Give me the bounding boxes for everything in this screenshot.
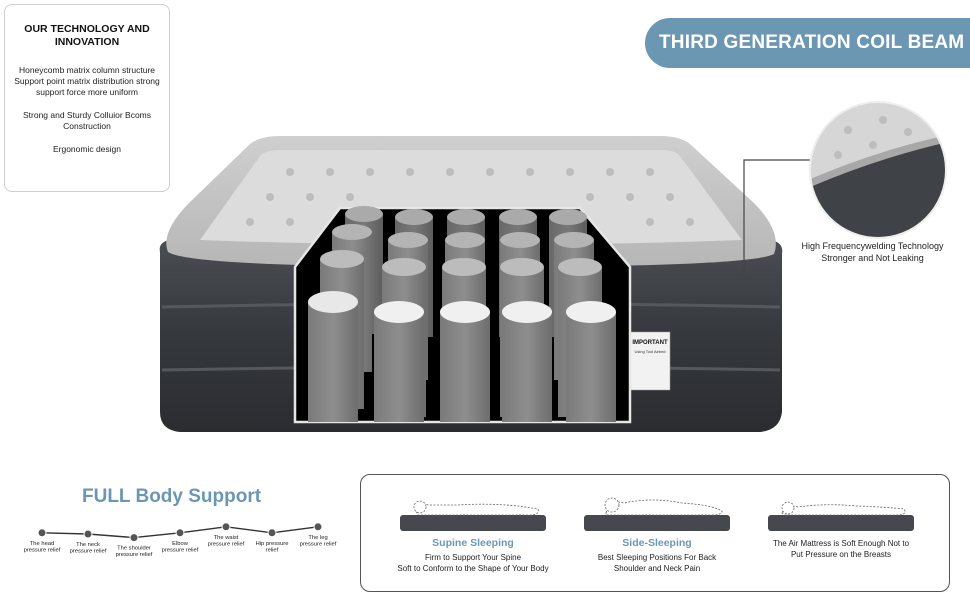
pressure-point-label: The neck — [76, 542, 100, 548]
pressure-point — [267, 528, 277, 538]
coil-beam-banner: THIRD GENERATION COIL BEAM — [645, 18, 970, 68]
side-desc-line1: Best Sleeping Positions For Back — [597, 553, 717, 562]
supine-desc-line2: Soft to Conform to the Shape of Your Bod… — [397, 564, 549, 573]
pressure-point-label: Hip pressure — [256, 541, 289, 547]
info-paragraph-matrix: Honeycomb matrix column structure Suppor… — [14, 65, 160, 97]
prone-description: The Air Mattress is Soft Enough Not to P… — [753, 538, 929, 560]
pressure-point-label: The leg — [308, 535, 327, 541]
side-desc-line2: Shoulder and Neck Pain — [613, 564, 701, 573]
pressure-point — [129, 533, 139, 543]
prone-desc-line1: The Air Mattress is Soft Enough Not to — [772, 539, 910, 548]
pressure-point — [175, 528, 185, 538]
pressure-point-label: The shoulder — [117, 546, 151, 552]
info-title: OUR TECHNOLOGY AND INNOVATION — [24, 23, 150, 48]
pressure-point — [37, 528, 47, 538]
pressure-point-label: The waist — [214, 535, 239, 541]
info-paragraph-construction: Strong and Sturdy Colluior Bcoms Constru… — [22, 110, 152, 131]
pressure-point-label: pressure relief — [24, 547, 61, 553]
technology-info-box: OUR TECHNOLOGY AND INNOVATION Honeycomb … — [4, 4, 170, 192]
pressure-point-label: pressure relief — [208, 541, 245, 547]
weld-detail-circle — [809, 101, 947, 239]
pressure-point-label: pressure relief — [162, 547, 199, 553]
pressure-point-label: The head — [30, 541, 55, 547]
pressure-point — [221, 522, 231, 532]
air-mattress-illustration: IMPORTANT Using Tool Airbed — [159, 136, 783, 432]
pressure-point-label: relief — [266, 547, 279, 553]
pressure-point-label: pressure relief — [300, 541, 337, 547]
weld-description: High Frequencywelding Technology Stronge… — [801, 241, 944, 263]
prone-desc-line2: Put Pressure on the Breasts — [790, 550, 892, 559]
sleep-position-prone: The Air Mattress is Soft Enough Not to P… — [753, 493, 929, 560]
supine-desc-line1: Firm to Support Your Spine — [424, 553, 522, 562]
info-paragraph-ergonomic: Ergonomic design — [52, 144, 122, 154]
supine-label: Supine Sleeping — [432, 537, 514, 549]
coil-columns — [308, 206, 616, 422]
full-body-support-title: FULL Body Support — [82, 486, 262, 507]
sleep-position-supine: Supine Sleeping Firm to Support Your Spi… — [385, 493, 561, 574]
side-label: Side-Sleeping — [622, 537, 692, 549]
supine-description: Firm to Support Your Spine Soft to Confo… — [385, 552, 561, 574]
sleep-position-side: Side-Sleeping Best Sleeping Positions Fo… — [569, 493, 745, 574]
weld-connector-line — [743, 159, 812, 275]
mattress-tufts — [246, 168, 694, 226]
label-tag-title: IMPORTANT — [632, 340, 668, 346]
label-tag-subtitle: Using Tool Airbed — [634, 349, 665, 354]
pressure-point — [313, 522, 323, 532]
sleep-positions-panel: Supine Sleeping Firm to Support Your Spi… — [360, 474, 950, 592]
prone-figure-icon — [768, 501, 914, 531]
supine-figure-icon — [400, 500, 546, 531]
pressure-point-label: pressure relief — [116, 552, 153, 558]
pressure-point — [83, 529, 93, 539]
pressure-point-label: Elbow — [172, 541, 189, 547]
side-description: Best Sleeping Positions For Back Shoulde… — [569, 552, 745, 574]
pressure-point-label: pressure relief — [70, 549, 107, 555]
side-figure-icon — [584, 497, 730, 531]
